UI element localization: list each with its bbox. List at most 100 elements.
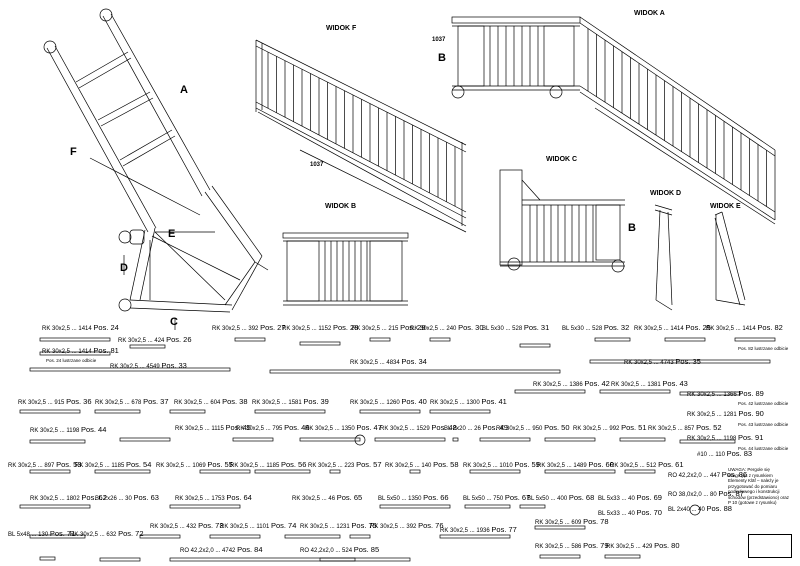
part-code: BL 5x50 — [463, 496, 485, 502]
part-label: RK 30x2,5 ... 1753 Pos. 64 — [175, 493, 252, 502]
part-position: Pos. 85 — [353, 545, 380, 554]
part-code: RK 30x2,5 — [535, 520, 564, 526]
part-label: RK 30x2,5 ... 512 Pos. 61 — [610, 460, 684, 469]
part-position: Pos. 30 — [458, 323, 484, 332]
part-length: 897 — [44, 463, 55, 469]
part-position: Pos. 37 — [143, 397, 169, 406]
part-position: Pos. 72 — [118, 529, 144, 538]
part-length: 528 — [512, 326, 523, 332]
part-position: Pos. 35 — [675, 357, 701, 366]
part-code: RK 30x2,5 — [352, 326, 381, 332]
part-label: RK 30x2,5 ... 1386 Pos. 42 — [533, 379, 610, 388]
part-label: RK 30x2,5 ... 223 Pos. 57 — [308, 460, 382, 469]
part-position: Pos. 83 — [726, 449, 753, 458]
part-code: RK 30x2,5 — [648, 426, 677, 432]
part-label: RK 30x2,5 ... 586 Pos. 79 — [535, 541, 609, 550]
part-label: RK 30x2,5 ... 1350 Pos. 47 — [305, 423, 382, 432]
part-code: RK 30x2,5 — [220, 524, 249, 530]
part-label: BL 2x20 ... 26 Pos. 49 — [444, 423, 508, 432]
part-code: RK 30x2,5 — [537, 463, 566, 469]
part-length: 1381 — [647, 382, 661, 388]
part-code: RK 30x2,5 — [282, 326, 311, 332]
part-length: 30 — [125, 496, 132, 502]
part-label: RK 30x2,5 ... 46 Pos. 65 — [292, 493, 363, 502]
section-e-marker: E — [168, 228, 176, 240]
part-position: Pos. 89 — [738, 389, 764, 398]
part-position: Pos. 82 — [757, 323, 783, 332]
part-position: Pos. 33 — [161, 361, 187, 370]
part-position: Pos. 74 — [270, 521, 297, 530]
part-position: Pos. 91 — [737, 433, 764, 442]
part-length: 240 — [446, 326, 457, 332]
part-code: RO 42,2x2,0 — [300, 548, 334, 554]
part-label: RO 42,2x2,0 ... 524 Pos. 85 — [300, 545, 380, 554]
part-code: RK 30x2,5 — [611, 382, 640, 388]
dimension-1037-a: 1037 — [432, 37, 446, 43]
part-code: RK 30x2,5 — [687, 412, 716, 418]
view-a-title: WIDOK A — [634, 10, 665, 17]
part-label: RK 30x2,5 ... 1414 Pos. 82 — [706, 323, 783, 332]
part-position: Pos. 67 — [504, 493, 531, 502]
part-position: Pos. 50 — [544, 423, 570, 432]
part-label: RK 30x2,5 ... 429 Pos. 80 — [606, 541, 680, 550]
part-code: RK 30x2,5 — [212, 326, 241, 332]
view-c-title: WIDOK C — [546, 156, 578, 163]
part-code: BL 5x48 — [8, 532, 30, 538]
part-length: 424 — [154, 338, 165, 344]
part-position: Pos. 68 — [568, 493, 595, 502]
part-position: Pos. 34 — [401, 357, 427, 366]
part-position: Pos. 51 — [621, 423, 647, 432]
part-code: RK 30x2,5 — [463, 463, 492, 469]
part-position: Pos. 60 — [588, 460, 614, 469]
part-code: RK 30x2,5 — [610, 463, 639, 469]
part-label: RK 30x2,5 ... 432 Pos. 73 — [150, 521, 224, 530]
part-length: 1386 — [569, 382, 583, 388]
part-code: RK 30x2,5 — [175, 496, 204, 502]
plan-view — [43, 8, 269, 330]
part-length: 915 — [54, 400, 65, 406]
part-position: Pos. 88 — [706, 504, 732, 513]
part-position: Pos. 24 — [93, 323, 119, 332]
part-code: RK 30x2,5 — [350, 400, 379, 406]
part-code: RK 30x2,5 — [385, 463, 414, 469]
part-label: RK 30x2,5 ... 678 Pos. 37 — [95, 397, 169, 406]
part-label: RK 30x2,5 ... 609 Pos. 78 — [535, 517, 609, 526]
part-label: BL 2x26 ... 30 Pos. 63 — [95, 493, 159, 502]
part-label: RK 30x2,5 ... 1381 Pos. 43 — [611, 379, 688, 388]
view-f — [255, 39, 467, 233]
part-position: Pos. 61 — [658, 460, 684, 469]
part-length: 678 — [131, 400, 142, 406]
part-length: 1350 — [408, 496, 422, 502]
part-label: RK 30x2,5 ... 1529 Pos. 48 — [380, 423, 457, 432]
part-code: #10 — [697, 452, 708, 458]
part-position: Pos. 38 — [222, 397, 248, 406]
part-label: BL 5x30 ... 528 Pos. 32 — [562, 323, 630, 332]
part-code: RK 30x2,5 — [95, 400, 124, 406]
part-position: Pos. 44 — [80, 425, 107, 434]
part-length: 609 — [571, 520, 582, 526]
part-position: Pos. 69 — [636, 493, 662, 502]
part-code: RK 30x2,5 — [75, 463, 104, 469]
part-length: 40 — [628, 496, 635, 502]
part-position: Pos. 63 — [133, 493, 159, 502]
part-label: RK 30x2,5 ... 604 Pos. 38 — [174, 397, 248, 406]
part-label: RK 30x2,5 ... 215 Pos. 29 — [352, 323, 426, 332]
part-position: Pos. 55 — [207, 460, 233, 469]
part-label: BL 2x40 ... 40 Pos. 88 — [668, 504, 732, 513]
part-position: Pos. 36 — [66, 397, 92, 406]
part-position: Pos. 32 — [603, 323, 630, 332]
part-label: RK 30x2,5 ... 1231 Pos. 75 — [300, 521, 377, 530]
part-position: Pos. 57 — [356, 460, 382, 469]
part-code: RK 30x2,5 — [573, 426, 602, 432]
part-position: Pos. 28 — [332, 323, 359, 332]
part-label: RK 30x2,5 ... 1281 Pos. 90 — [687, 409, 764, 418]
part-length: 4834 — [386, 360, 400, 366]
part-position: Pos. 59 — [514, 460, 540, 469]
part-label: RK 30x2,5 ... 1010 Pos. 59 — [463, 460, 540, 469]
part-label: RK 30x2,5 ... 424 Pos. 26 — [118, 335, 192, 344]
part-position: Pos. 43 — [662, 379, 688, 388]
part-position: Pos. 29 — [400, 323, 426, 332]
part-length: 1414 — [78, 326, 92, 332]
section-b-marker-1: B — [438, 52, 446, 64]
